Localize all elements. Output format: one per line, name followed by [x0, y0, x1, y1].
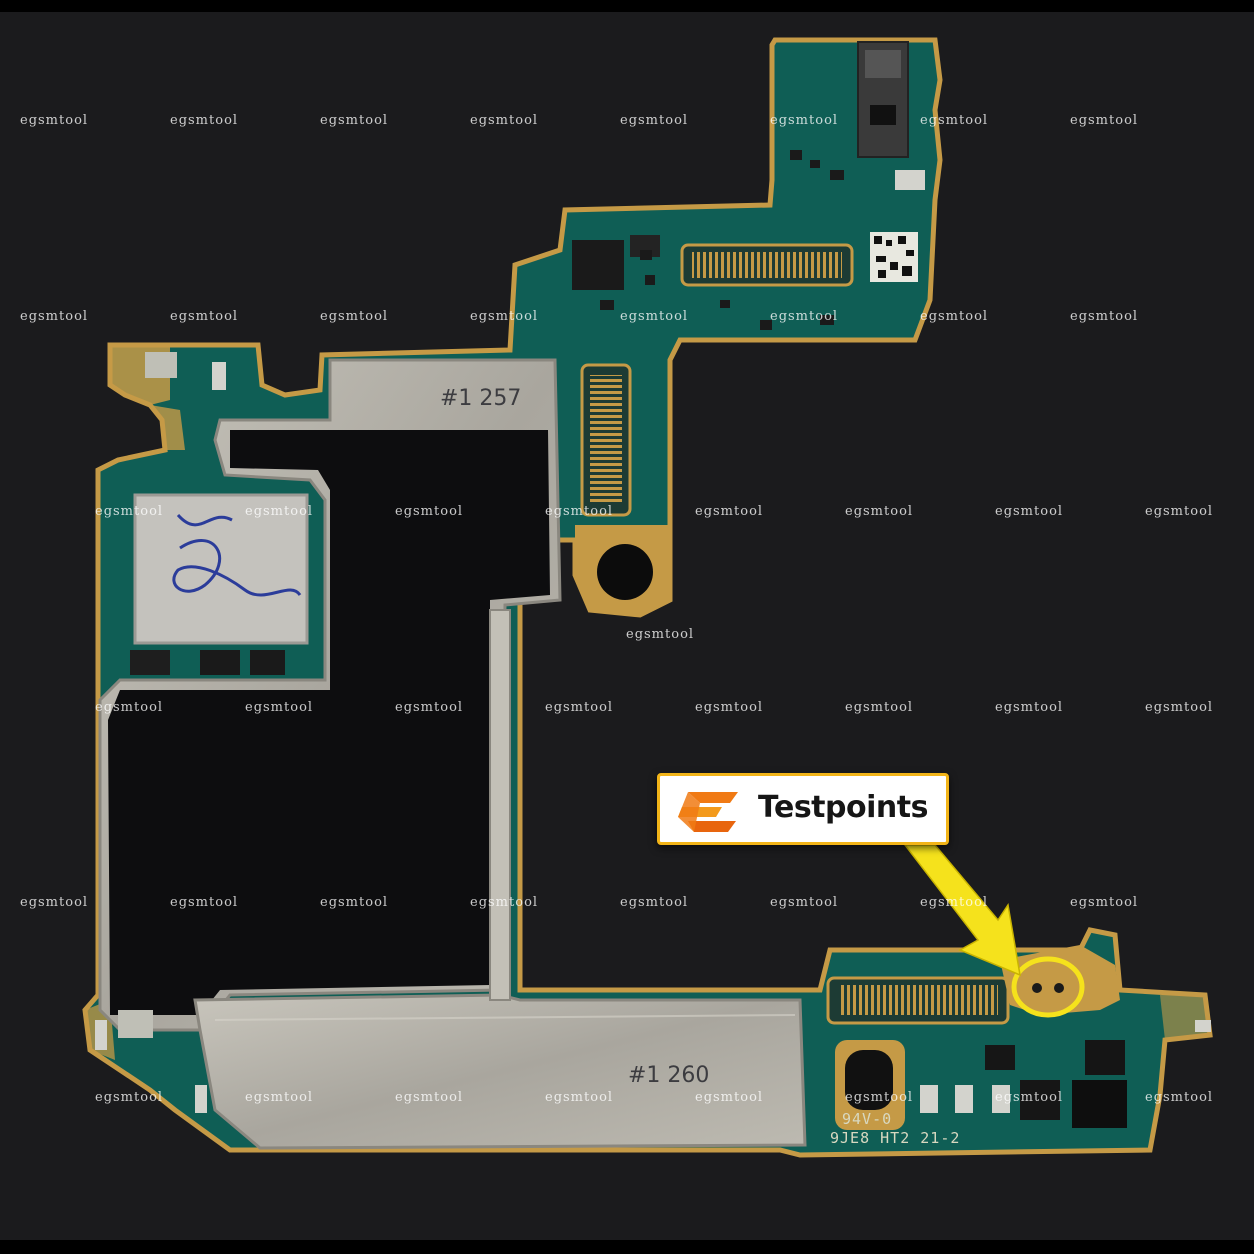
watermark-text: egsmtool	[995, 700, 1064, 715]
watermark-text: egsmtool	[626, 627, 695, 642]
shield-black-film	[108, 430, 550, 1015]
watermark-text: egsmtool	[245, 1090, 314, 1105]
watermark-text: egsmtool	[320, 309, 389, 324]
watermark-text: egsmtool	[920, 113, 989, 128]
watermark-text: egsmtool	[620, 309, 689, 324]
watermark-text: egsmtool	[245, 504, 314, 519]
callout-arrow	[903, 844, 1021, 977]
watermark-text: egsmtool	[470, 113, 539, 128]
shield-label-bottom: #1 260	[628, 1063, 710, 1088]
watermark-text: egsmtool	[920, 895, 989, 910]
testpoint-pad-1	[1032, 983, 1042, 993]
watermark-text: egsmtool	[770, 113, 839, 128]
testpoint-highlight-ring	[1011, 956, 1085, 1018]
watermark-text: egsmtool	[20, 309, 89, 324]
watermark-text: egsmtool	[1070, 309, 1139, 324]
watermark-text: egsmtool	[995, 504, 1064, 519]
watermark-text: egsmtool	[545, 1090, 614, 1105]
watermark-text: egsmtool	[20, 113, 89, 128]
testpoints-logo-icon	[678, 792, 738, 832]
watermark-text: egsmtool	[695, 504, 764, 519]
watermark-text: egsmtool	[845, 700, 914, 715]
watermark-text: egsmtool	[845, 504, 914, 519]
watermark-text: egsmtool	[395, 504, 464, 519]
watermark-text: egsmtool	[620, 113, 689, 128]
watermark-text: egsmtool	[1070, 113, 1139, 128]
watermark-text: egsmtool	[620, 895, 689, 910]
watermark-text: egsmtool	[395, 1090, 464, 1105]
watermark-text: egsmtool	[920, 309, 989, 324]
watermark-text: egsmtool	[770, 309, 839, 324]
watermark-text: egsmtool	[1145, 1090, 1214, 1105]
testpoints-label: Testpoints	[758, 790, 928, 825]
watermark-text: egsmtool	[245, 700, 314, 715]
watermark-text: egsmtool	[545, 504, 614, 519]
watermark-text: egsmtool	[995, 1090, 1064, 1105]
watermark-text: egsmtool	[845, 1090, 914, 1105]
watermark-text: egsmtool	[1145, 700, 1214, 715]
testpoints-callout: Testpoints	[657, 773, 949, 845]
silkscreen-line-2: 9JE8 HT2 21-2	[830, 1129, 961, 1147]
watermark-text: egsmtool	[170, 309, 239, 324]
watermark-text: egsmtool	[695, 1090, 764, 1105]
watermark-text: egsmtool	[170, 113, 239, 128]
testpoint-pad-2	[1054, 983, 1064, 993]
watermark-text: egsmtool	[320, 895, 389, 910]
watermark-text: egsmtool	[95, 1090, 164, 1105]
watermark-text: egsmtool	[395, 700, 464, 715]
shield-label-top: #1 257	[440, 386, 522, 411]
watermark-text: egsmtool	[470, 309, 539, 324]
watermark-text: egsmtool	[20, 895, 89, 910]
watermark-text: egsmtool	[1145, 504, 1214, 519]
watermark-text: egsmtool	[170, 895, 239, 910]
watermark-text: egsmtool	[770, 895, 839, 910]
watermark-text: egsmtool	[1070, 895, 1139, 910]
watermark-text: egsmtool	[95, 504, 164, 519]
watermark-text: egsmtool	[320, 113, 389, 128]
watermark-text: egsmtool	[545, 700, 614, 715]
memory-chip	[133, 493, 309, 645]
watermark-text: egsmtool	[95, 700, 164, 715]
handwritten-mark	[172, 513, 302, 597]
watermark-text: egsmtool	[470, 895, 539, 910]
silkscreen-line-1: 94V-0	[842, 1110, 893, 1128]
watermark-text: egsmtool	[695, 700, 764, 715]
